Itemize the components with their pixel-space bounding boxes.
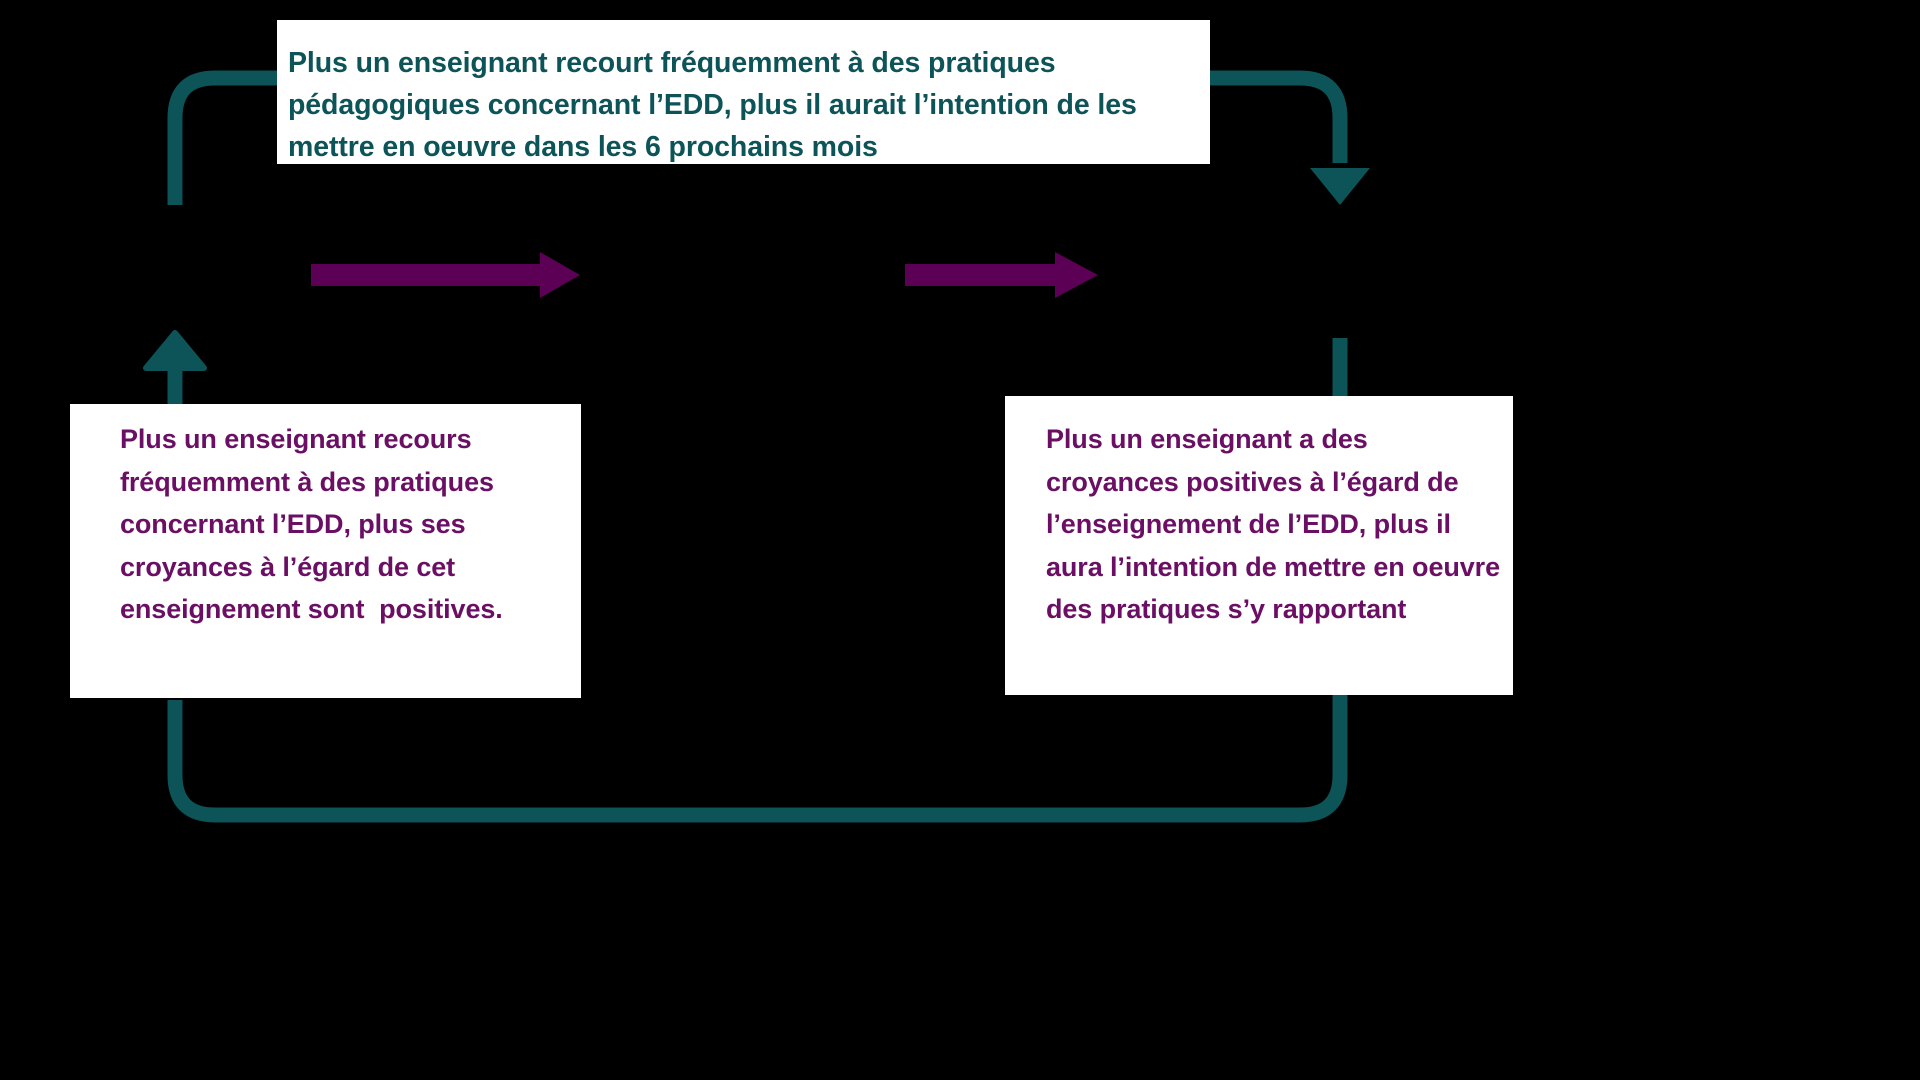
purple-arrow-right xyxy=(905,252,1098,298)
statement-box-right-text: Plus un enseignant a des croyances posit… xyxy=(1046,424,1508,624)
purple-arrow-left xyxy=(311,252,580,298)
teal-loop-bottom xyxy=(143,330,1348,823)
statement-box-top-text: Plus un enseignant recourt fréquemment à… xyxy=(288,47,1145,163)
teal-loop-top xyxy=(167,70,1370,205)
statement-box-right: Plus un enseignant a des croyances posit… xyxy=(1005,396,1513,695)
statement-box-left-text: Plus un enseignant recours fréquemment à… xyxy=(120,424,503,624)
statement-box-top: Plus un enseignant recourt fréquemment à… xyxy=(277,20,1210,164)
statement-box-left: Plus un enseignant recours fréquemment à… xyxy=(70,404,581,698)
